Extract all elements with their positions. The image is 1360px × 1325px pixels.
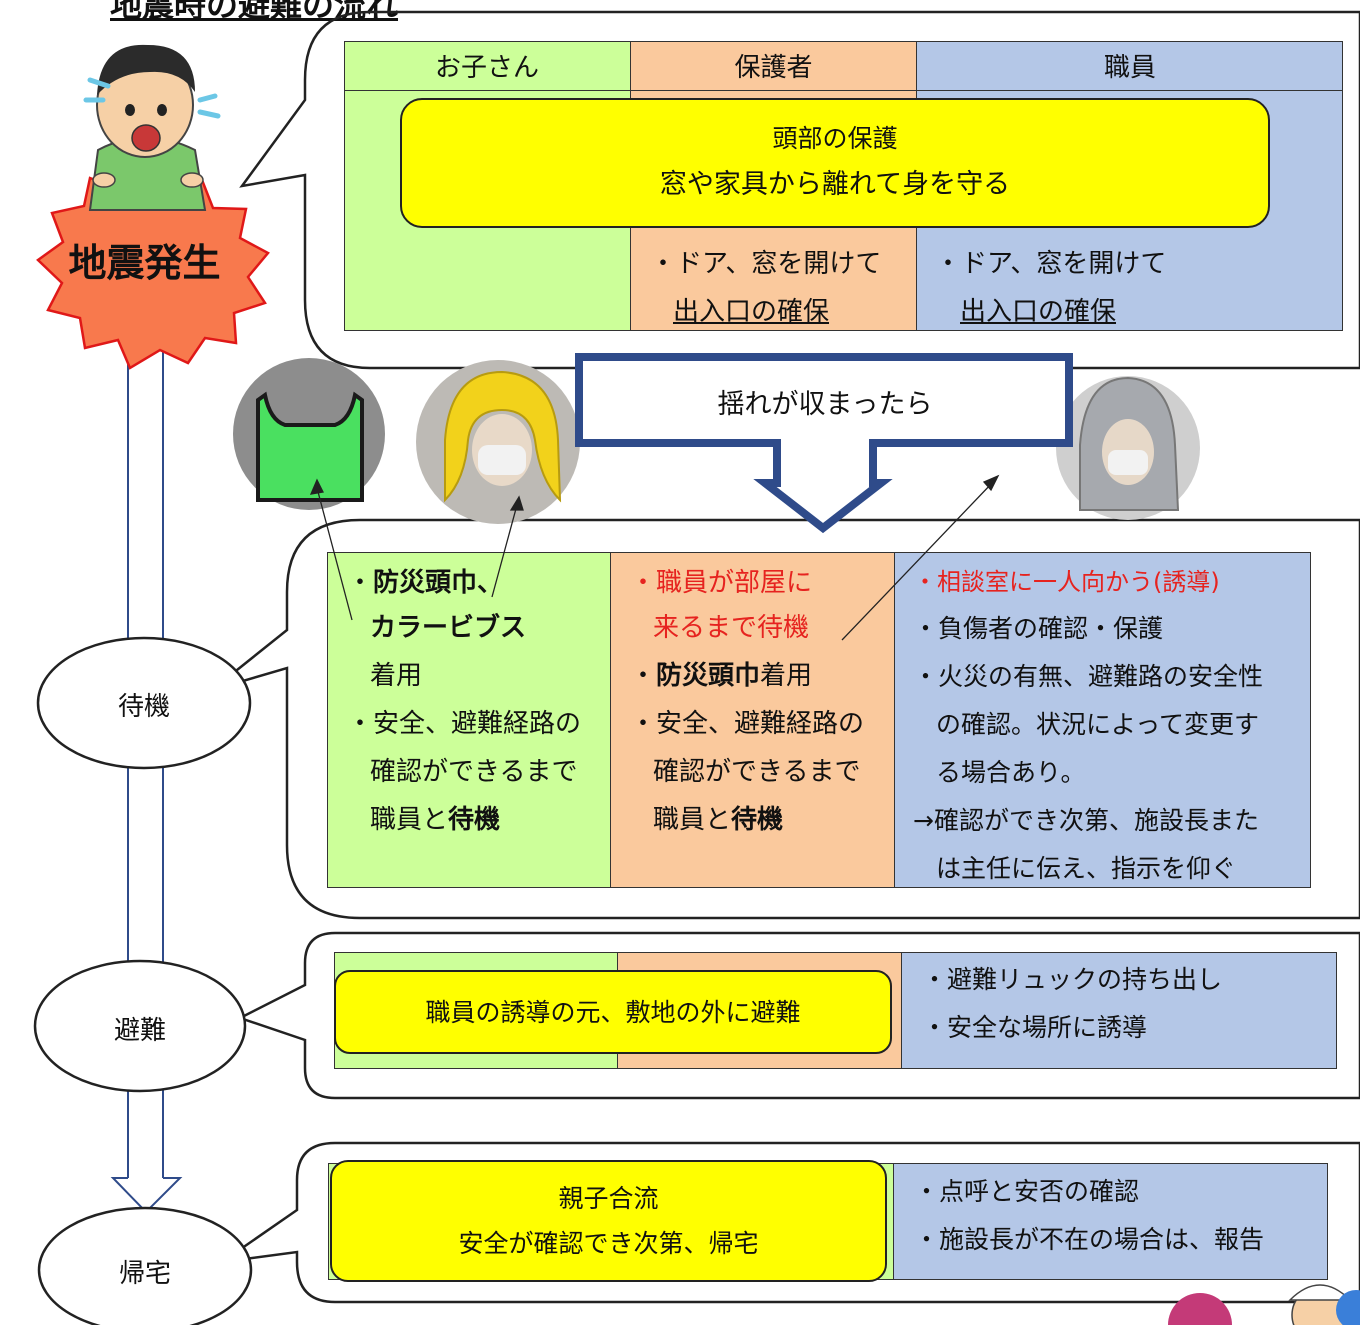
standby-guardian-l5: 確認ができるまで <box>653 757 861 787</box>
standby-guardian-l3: ・防災頭巾着用 <box>630 661 813 691</box>
standby-guardian-l6: 職員と待機 <box>653 799 783 836</box>
standby-staff-l7: は主任に伝え、指示を仰ぐ <box>936 854 1237 883</box>
standby-child-l6: 職員と待機 <box>370 799 500 836</box>
standby-staff-l5: る場合あり。 <box>936 758 1086 787</box>
standby-child-l3: 着用 <box>370 661 423 691</box>
home-staff-l2: ・施設長が不在の場合は、報告 <box>914 1225 1265 1254</box>
settle-arrow-label: 揺れが収まったら <box>717 389 933 420</box>
quake-guardian-bullet: ・ドア、窓を開けて <box>650 249 882 279</box>
silver-hood-photo <box>1056 376 1200 520</box>
evac-guidance-text: 職員の誘導の元、敷地の外に避難 <box>425 997 801 1027</box>
standby-staff-l3: ・火災の有無、避難路の安全性 <box>913 662 1264 691</box>
evac-staff-cell <box>902 952 1337 1069</box>
standby-child-l5: 確認ができるまで <box>370 757 578 787</box>
yellow-hood-photo <box>416 360 580 524</box>
standby-guardian-l6b: 待機 <box>731 805 784 835</box>
earthquake-label: 地震発生 <box>68 241 221 285</box>
standby-guardian-l4: ・安全、避難経路の <box>630 709 865 739</box>
evac-guidance-box: 職員の誘導の元、敷地の外に避難 <box>334 970 892 1054</box>
settle-arrow <box>575 353 1073 534</box>
standby-child-l6a: 職員と <box>370 805 449 835</box>
standby-oval <box>36 636 252 770</box>
quake-staff-bullet: ・ドア、窓を開けて <box>935 249 1167 279</box>
home-oval <box>37 1206 253 1325</box>
reunion-box: 親子合流 安全が確認でき次第、帰宅 <box>330 1160 887 1282</box>
home-bubble <box>221 1141 1360 1304</box>
stage-standby: 待機 <box>117 692 170 722</box>
standby-guardian-l2: 来るまで待機 <box>653 613 810 643</box>
quake-bubble <box>239 10 1360 370</box>
standby-child-l6b: 待機 <box>448 805 501 835</box>
home-staff-cell <box>894 1163 1328 1280</box>
head-protection-line1: 頭部の保護 <box>772 124 898 154</box>
standby-staff-l1: ・相談室に一人向かう(誘導) <box>913 568 1220 596</box>
standby-staff-l1-text: 相談室に一人向かう(誘導) <box>937 568 1220 596</box>
page-title: 地震時の避難の流れ <box>110 0 399 24</box>
stage-evacuate: 避難 <box>113 1016 166 1046</box>
home-staff-l1: ・点呼と安否の確認 <box>914 1177 1140 1206</box>
boy-shouting-illustration <box>83 44 221 211</box>
standby-bubble <box>211 518 1360 920</box>
evac-bubble <box>236 931 1360 1100</box>
people-illustration <box>1168 1284 1360 1325</box>
reunion-line2: 安全が確認でき次第、帰宅 <box>458 1229 759 1258</box>
standby-child-l1: ・防災頭巾、 <box>347 568 504 598</box>
standby-staff-l6: →確認ができ次第、施設長また <box>913 806 1259 835</box>
evac-staff-l1: ・避難リュックの持ち出し <box>922 965 1223 994</box>
standby-guardian-cell <box>611 552 895 888</box>
quake-staff-exit: 出入口の確保 <box>960 297 1117 327</box>
head-protection-line2: 窓や家具から離れて身を守る <box>659 169 1011 201</box>
standby-child-cell <box>327 552 611 888</box>
standby-staff-cell <box>895 552 1311 888</box>
header-staff: 職員 <box>917 41 1343 91</box>
header-guardian: 保護者 <box>631 41 917 91</box>
starburst-shape <box>36 173 270 370</box>
stage-home: 帰宅 <box>118 1259 171 1289</box>
standby-child-hood: 防災頭巾、 <box>373 568 504 598</box>
standby-guardian-l1-text: 職員が部屋に <box>656 568 813 598</box>
evac-staff-l2: ・安全な場所に誘導 <box>922 1013 1148 1042</box>
standby-guardian-hood: 防災頭巾 <box>656 661 761 691</box>
header-child: お子さん <box>344 41 631 91</box>
standby-child-l4: ・安全、避難経路の <box>347 709 582 739</box>
standby-guardian-wear: 着用 <box>760 661 813 691</box>
head-protection-box: 頭部の保護 窓や家具から離れて身を守る <box>400 98 1270 228</box>
quake-guardian-exit: 出入口の確保 <box>673 297 830 327</box>
standby-guardian-l1: ・職員が部屋に <box>630 568 813 598</box>
green-bib-photo <box>233 358 385 510</box>
evac-oval <box>33 959 247 1093</box>
reunion-line1: 親子合流 <box>558 1184 659 1213</box>
standby-child-l2: カラービブス <box>370 613 527 643</box>
standby-guardian-l6a: 職員と <box>653 805 732 835</box>
standby-staff-l4: の確認。状況によって変更す <box>936 710 1260 739</box>
standby-staff-l2: ・負傷者の確認・保護 <box>913 614 1164 643</box>
